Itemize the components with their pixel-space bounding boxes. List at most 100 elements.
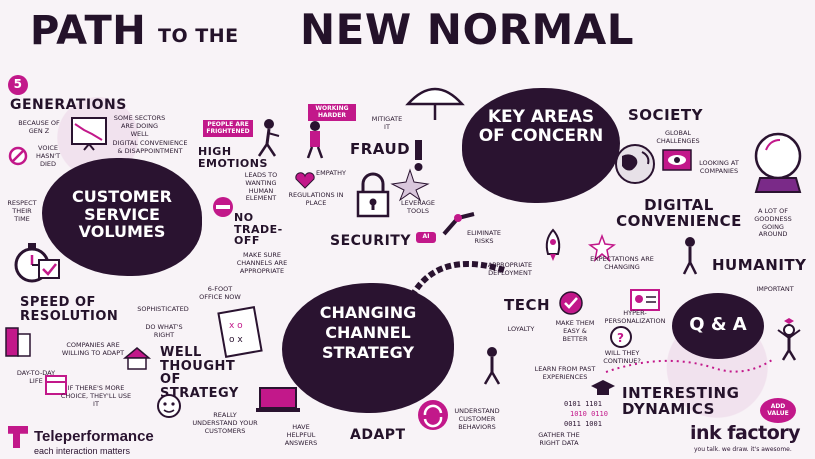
global-note: GLOBAL CHALLENGES bbox=[656, 129, 700, 145]
laptop-icon bbox=[256, 387, 300, 412]
appropriate-deployment-note: APPROPRIATE DEPLOYMENT bbox=[487, 261, 533, 277]
svg-text:0101 1101: 0101 1101 bbox=[564, 400, 602, 408]
eye-screen-icon bbox=[662, 149, 692, 171]
regulations-note: REGULATIONS IN PLACE bbox=[288, 191, 344, 207]
six-foot-note: 6-FOOT OFFICE NOW bbox=[199, 285, 241, 301]
checkmark-calendar-icon bbox=[38, 259, 60, 279]
changing-channel-blob bbox=[282, 283, 454, 413]
customer-service-heading: CUSTOMER SERVICE VOLUMES bbox=[72, 187, 172, 242]
rocket-icon bbox=[545, 228, 561, 261]
number-badge bbox=[8, 75, 28, 95]
helpful-note: HAVE HELPFUL ANSWERS bbox=[284, 423, 318, 447]
robot-arm-icon bbox=[442, 212, 475, 236]
mitigate-note: MITIGATE IT bbox=[371, 115, 403, 131]
umbrella-icon bbox=[405, 87, 465, 120]
thinking-person-icon bbox=[682, 237, 698, 275]
teleperformance-tagline: each interaction matters bbox=[34, 446, 131, 456]
running-person-icon bbox=[257, 119, 280, 157]
no-trade-off-heading: NO TRADE-OFF bbox=[234, 211, 283, 248]
svg-text:x o: x o bbox=[229, 321, 243, 331]
star-burst-icon bbox=[390, 168, 430, 202]
generations-number: 5 bbox=[13, 77, 23, 91]
important-note: IMPORTANT bbox=[756, 285, 794, 293]
calendar-icon bbox=[45, 375, 67, 395]
changing-channel-heading: CHANGING CHANNEL STRATEGY bbox=[319, 303, 417, 362]
tech-heading: TECH bbox=[504, 296, 551, 314]
badge-check-icon bbox=[559, 291, 583, 315]
leverage-note: LEVERAGE TOOLS bbox=[400, 199, 435, 215]
key-areas-blob bbox=[462, 88, 620, 203]
svg-text:?: ? bbox=[617, 331, 624, 345]
walking-person-icon bbox=[483, 347, 501, 385]
question-bubble-icon: ? bbox=[610, 326, 632, 348]
learn-note: LEARN FROM PAST EXPERIENCES bbox=[534, 365, 596, 381]
ai-tag: AI bbox=[416, 232, 436, 243]
society-heading: SOCIETY bbox=[628, 106, 703, 124]
padlock-icon bbox=[356, 172, 390, 218]
well-thought-heading: WELL THOUGHT OF STRATEGY bbox=[160, 345, 239, 401]
a-lot-note: A LOT OF GOODNESS GOING AROUND bbox=[754, 207, 792, 239]
strategy-board-icon: x o o x bbox=[217, 306, 263, 358]
customer-service-blob bbox=[42, 158, 202, 276]
fraud-heading: FRAUD bbox=[350, 140, 411, 158]
voice-note: VOICE HASN'T DIED bbox=[35, 144, 61, 168]
gather-note: GATHER THE RIGHT DATA bbox=[538, 431, 580, 447]
house-icon bbox=[122, 347, 152, 370]
really-note: REALLY UNDERSTAND YOUR CUSTOMERS bbox=[192, 411, 258, 435]
qa-heading: Q & A bbox=[689, 314, 747, 335]
qa-blob bbox=[672, 293, 764, 359]
companies-note: COMPANIES ARE WILLING TO ADAPT bbox=[61, 341, 125, 357]
people-frightened-tag: PEOPLE ARE FRIGHTENED bbox=[203, 120, 253, 138]
more-choice-note: IF THERE'S MORE CHOICE, THEY'LL USE IT bbox=[60, 384, 132, 408]
respect-note: RESPECT THEIR TIME bbox=[7, 199, 37, 223]
warning-burst-icon bbox=[587, 233, 617, 262]
humanity-heading: HUMANITY bbox=[712, 256, 807, 274]
day-to-day-note: DAY-TO-DAY LIFE bbox=[16, 369, 56, 385]
cheering-person-icon bbox=[777, 318, 801, 361]
crystal-ball-icon bbox=[754, 132, 802, 193]
svg-text:o x: o x bbox=[229, 335, 243, 345]
speed-heading: SPEED OF RESOLUTION bbox=[20, 295, 119, 324]
title-new-normal: NEW NORMAL bbox=[300, 5, 635, 54]
digital-convenience-note: DIGITAL CONVENIENCE & DISAPPOINTMENT bbox=[112, 139, 188, 155]
working-harder-tag: WORKING HARDER bbox=[308, 104, 356, 122]
loyalty-note: LOYALTY bbox=[507, 325, 535, 333]
add-value-badge: ADD VALUE bbox=[760, 398, 796, 424]
looking-note: LOOKING AT COMPANIES bbox=[699, 159, 739, 175]
buildings-icon bbox=[5, 327, 31, 357]
adapt-heading: ADAPT bbox=[350, 427, 406, 443]
graduation-cap-icon bbox=[591, 380, 615, 395]
teleperformance-logo-name: Teleperformance bbox=[34, 428, 154, 445]
globe-icon bbox=[615, 144, 655, 184]
interesting-heading: INTERESTING DYNAMICS bbox=[622, 384, 740, 418]
ink-factory-logo: ink factory bbox=[690, 422, 801, 444]
no-entry-icon bbox=[213, 197, 233, 217]
pink-dots-path bbox=[605, 359, 773, 373]
teleperformance-logo-icon bbox=[8, 426, 28, 448]
person-icon bbox=[306, 121, 324, 159]
expectations-note: EXPECTATIONS ARE CHANGING bbox=[590, 255, 654, 271]
person-face-icon bbox=[157, 394, 181, 418]
id-card-icon bbox=[630, 289, 660, 311]
svg-text:1010 0110: 1010 0110 bbox=[570, 410, 608, 418]
security-heading: SECURITY bbox=[330, 233, 411, 249]
because-note: BECAUSE OF GEN Z bbox=[18, 119, 60, 135]
generations-heading: GENERATIONS bbox=[10, 97, 127, 113]
svg-text:0011 1001: 0011 1001 bbox=[564, 420, 602, 428]
refresh-cycle-icon bbox=[418, 400, 448, 430]
ink-factory-tagline: you talk. we draw. it's awesome. bbox=[694, 446, 792, 453]
data-bits-graphic: 0101 1101 1010 0110 0011 1001 bbox=[564, 400, 608, 428]
no-sign-icon bbox=[8, 146, 28, 166]
do-right-note: DO WHAT'S RIGHT bbox=[145, 323, 183, 339]
exclamation-icon bbox=[414, 140, 423, 171]
digital-heading: DIGITAL CONVENIENCE bbox=[616, 196, 742, 230]
heart-icon bbox=[295, 172, 315, 189]
hyper-note: HYPER-PERSONALIZATION bbox=[604, 309, 666, 325]
conveyor-belt-line bbox=[409, 261, 505, 298]
chart-sketch-icon bbox=[71, 117, 107, 151]
understand-behaviors-note: UNDERSTAND CUSTOMER BEHAVIORS bbox=[454, 407, 500, 431]
eliminate-note: ELIMINATE RISKS bbox=[466, 229, 502, 245]
high-emotions-heading: HIGH EMOTIONS bbox=[198, 145, 268, 170]
title-path: PATH bbox=[30, 8, 147, 54]
